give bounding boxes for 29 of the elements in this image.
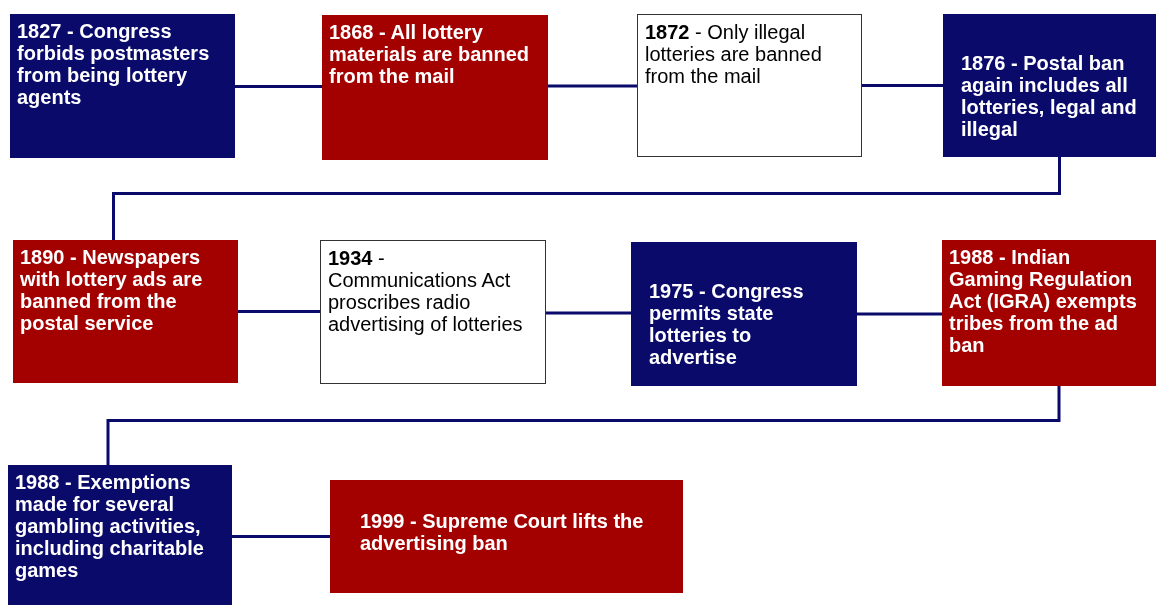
connector-line [232, 535, 330, 538]
connector-line [546, 311, 631, 315]
event-box [942, 240, 1156, 386]
connector-line [106, 386, 1061, 465]
event-text: 1988 - Exemptions made for several gambling activities, including charitable games [15, 471, 205, 581]
event-box [320, 240, 546, 384]
event-box [637, 14, 862, 157]
event-text: 1988 - Indian Gaming Regulation Act (IGRA) exempts tribes from the ad ban [949, 246, 1138, 356]
event-text: 1890 - Newspapers with lottery ads are banned from the postal service [20, 246, 204, 334]
event-text: 1975 - Congress permits state lotteries to advertise [649, 280, 805, 368]
event-text: 1868 - All lottery materials are banned from the mail [329, 21, 531, 87]
event-box [13, 240, 238, 383]
event-text: 1872 - Only illegal lotteries are banned from the mail [645, 21, 823, 87]
event-box [8, 465, 232, 605]
connector-line [235, 85, 322, 88]
event-text: 1876 - Postal ban again includes all lotteries, legal and illegal [961, 52, 1138, 140]
connector-line [112, 157, 1061, 240]
connector-line [548, 84, 637, 88]
connector-line [862, 84, 943, 87]
event-box [943, 14, 1156, 157]
connector-line [238, 310, 320, 313]
event-text: 1827 - Congress forbids postmasters from being lottery agents [17, 20, 211, 108]
event-box [330, 480, 683, 593]
event-text: 1999 - Supreme Court lifts the advertising ban [360, 510, 645, 554]
event-box [631, 242, 857, 386]
connector-line [857, 312, 942, 316]
event-text: 1934 - Communications Act proscribes radio advertising of lotteries [328, 247, 524, 335]
event-box [322, 15, 548, 160]
event-box [10, 14, 235, 158]
